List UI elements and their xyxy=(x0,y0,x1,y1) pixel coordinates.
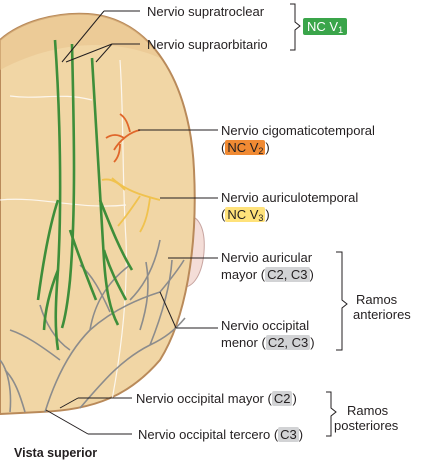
label-lesser-occipital-2: menor (C2, C3) xyxy=(221,335,315,350)
label-anterior-rami-2: anteriores xyxy=(353,307,411,322)
tag-nc-v1-text: NC V xyxy=(307,19,339,34)
tag-nc-v2-sub: 2 xyxy=(258,146,264,156)
leader-lines xyxy=(45,10,218,435)
label-great-auricular-2: mayor (C2, C3) xyxy=(221,267,314,282)
label-third-occipital: Nervio occipital tercero (C3) xyxy=(138,427,304,442)
auriculotemporal-nerve xyxy=(101,177,161,233)
tag-nc-v3-text: NC V xyxy=(227,207,259,222)
forehead-shade xyxy=(0,13,160,70)
brackets xyxy=(290,3,348,437)
zygomaticotemporal-nerve xyxy=(105,113,141,163)
tag-third-occipital-code: C3 xyxy=(278,427,299,442)
tag-nc-v3: (NC V3) xyxy=(221,207,270,226)
view-title: Vista superior xyxy=(14,446,98,460)
paren-open: ( xyxy=(221,140,226,155)
paren-close: ) xyxy=(265,207,270,222)
third-occipital-text: Nervio occipital tercero xyxy=(138,427,274,442)
label-zygomaticotemporal: Nervio cigomaticotemporal xyxy=(221,123,375,138)
tag-nc-v1-sub: 1 xyxy=(338,25,344,35)
label-greater-occipital: Nervio occipital mayor (C2) xyxy=(136,391,297,406)
occipital-nerves xyxy=(0,239,186,413)
lesser-occipital-word: menor xyxy=(221,335,262,350)
label-posterior-rami-2: posteriores xyxy=(334,418,399,433)
label-lesser-occipital-1: Nervio occipital xyxy=(221,318,310,333)
tag-greater-occipital-code: C2 xyxy=(271,391,293,406)
label-anterior-rami-1: Ramos xyxy=(356,292,398,307)
label-supraorbital: Nervio supraorbitario xyxy=(147,37,268,52)
tag-nc-v3-sub: 3 xyxy=(258,213,264,223)
label-auriculotemporal: Nervio auriculotemporal xyxy=(221,190,359,205)
label-posterior-rami-1: Ramos xyxy=(347,403,389,418)
supraorbital-nerves xyxy=(36,39,134,351)
paren-open: ( xyxy=(221,207,226,222)
label-supratrochlear: Nervio supratroclear xyxy=(147,4,265,19)
tag-nc-v1: NC V1 xyxy=(303,18,348,38)
tag-nc-v2: (NC V2) xyxy=(221,140,270,159)
tag-lesser-occipital-code: C2, C3 xyxy=(265,335,311,350)
greater-occipital-text: Nervio occipital mayor xyxy=(136,391,268,406)
great-auricular-word: mayor xyxy=(221,267,261,282)
label-great-auricular-1: Nervio auricular xyxy=(221,250,313,265)
tag-nc-v2-text: NC V xyxy=(227,140,259,155)
skull-outline xyxy=(0,12,196,416)
tag-great-auricular-code: C2, C3 xyxy=(265,267,310,282)
paren-close: ) xyxy=(265,140,270,155)
